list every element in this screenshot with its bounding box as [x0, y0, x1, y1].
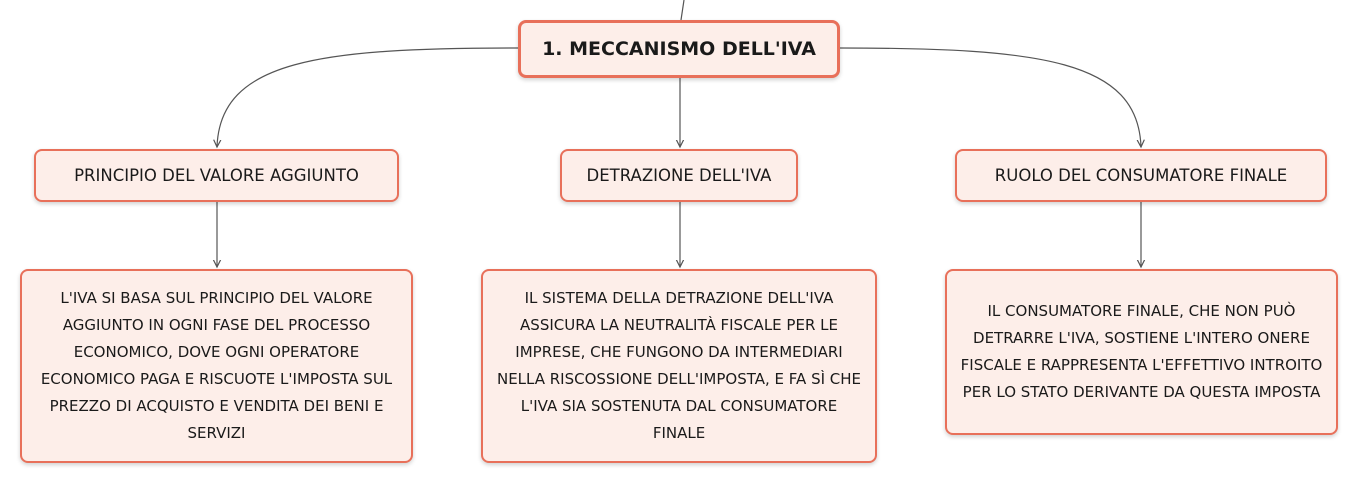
branch-topic-label: RUOLO DEL CONSUMATORE FINALE [994, 166, 1288, 185]
connector-root-to-branch-1 [217, 47, 519, 147]
branch-topic-label: DETRAZIONE DELL'IVA [586, 166, 772, 185]
detail-topic-text: IL SISTEMA DELLA DETRAZIONE DELL'IVA ASS… [496, 289, 862, 442]
branch-topic-label: PRINCIPIO DEL VALORE AGGIUNTO [74, 166, 359, 185]
root-topic-label: 1. MECCANISMO DELL'IVA [542, 38, 816, 60]
detail-topic-text: IL CONSUMATORE FINALE, CHE NON PUÒ DETRA… [960, 302, 1323, 401]
branch-topic-valore-aggiunto[interactable]: PRINCIPIO DEL VALORE AGGIUNTO [34, 149, 399, 202]
detail-topic-text: L'IVA SI BASA SUL PRINCIPIO DEL VALORE A… [40, 289, 393, 442]
branch-topic-consumatore[interactable]: RUOLO DEL CONSUMATORE FINALE [955, 149, 1327, 202]
connector-root-to-branch-3 [839, 47, 1141, 147]
parent-connector [680, 0, 685, 21]
detail-topic-valore-aggiunto[interactable]: L'IVA SI BASA SUL PRINCIPIO DEL VALORE A… [20, 269, 413, 463]
detail-topic-detrazione[interactable]: IL SISTEMA DELLA DETRAZIONE DELL'IVA ASS… [481, 269, 877, 463]
detail-topic-consumatore[interactable]: IL CONSUMATORE FINALE, CHE NON PUÒ DETRA… [945, 269, 1338, 435]
root-topic[interactable]: 1. MECCANISMO DELL'IVA [518, 20, 840, 78]
branch-topic-detrazione[interactable]: DETRAZIONE DELL'IVA [560, 149, 798, 202]
